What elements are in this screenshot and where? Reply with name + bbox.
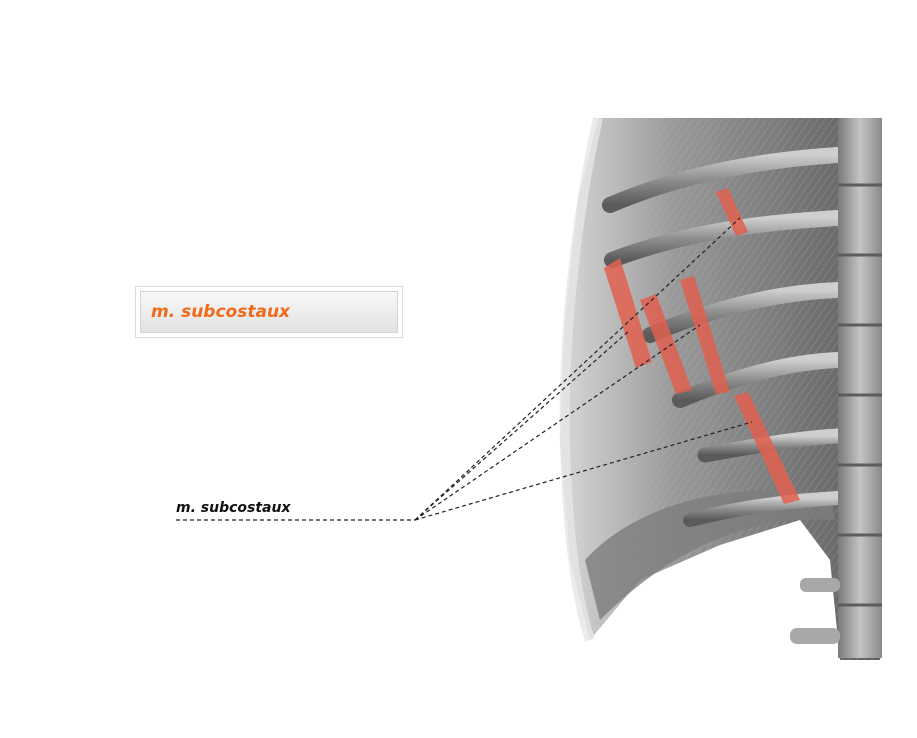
rib-3 [642,282,846,343]
title-banner: m. subcostaux [140,291,398,333]
subcostal-muscle-middle [640,294,692,394]
spine [838,118,882,658]
leader-to-upper [414,217,741,521]
subcostal-muscle-left [604,258,652,368]
subcostal-muscle-upper [716,188,748,236]
rib-5 [697,428,846,463]
lumbar-process-2 [790,628,840,644]
subcostal-muscle-lower [734,392,800,504]
leader-to-lower [414,421,753,521]
title-label: m. subcostaux [151,302,291,322]
callout-label: m. subcostaux [176,500,291,516]
ribs [602,147,846,527]
vertebra-discs [838,183,882,607]
leader-to-left [414,329,631,521]
leader-to-middle [414,324,701,521]
rib-6 [683,491,845,527]
title-box: m. subcostaux [135,286,403,338]
diaphragm [585,490,835,620]
subcostal-muscle-right [680,276,730,394]
subcostal-muscles [604,188,800,504]
lumbar-process-1 [800,578,840,592]
rib-1 [602,147,846,213]
rib-4 [672,352,846,408]
callout-leader-lines [176,217,753,521]
chest-wall-edge [559,116,603,642]
